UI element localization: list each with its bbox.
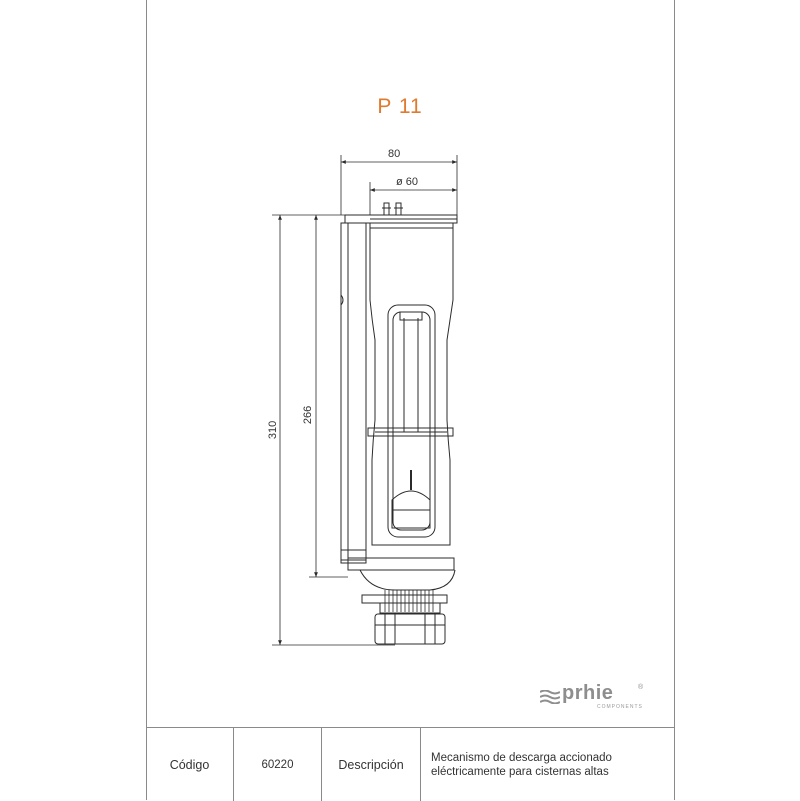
brand-subtitle: COMPONENTS: [597, 704, 643, 710]
dimension-diameter-label: ø 60: [396, 176, 418, 188]
dimension-height-body: [309, 215, 348, 578]
description-line-1: Mecanismo de descarga accionado: [431, 751, 612, 764]
dimension-width: [340, 155, 458, 222]
code-value: 60220: [234, 728, 322, 801]
dimension-height-body-label: 266: [302, 406, 314, 424]
dimension-diameter: [369, 182, 457, 215]
dimension-width-label: 80: [388, 148, 400, 160]
waves-icon: [540, 690, 560, 704]
product-title: P 11: [377, 95, 423, 118]
brand-logo: prhie ® COMPONENTS: [540, 682, 650, 710]
code-label: Código: [146, 728, 234, 801]
description-line-2: eléctricamente para cisternas altas: [431, 765, 609, 778]
flush-valve-mechanism: [340, 202, 458, 645]
description-value: Mecanismo de descarga accionado eléctric…: [421, 728, 675, 801]
dimension-height-total-label: 310: [267, 421, 279, 439]
dimension-height-total: [272, 214, 395, 646]
sheet-frame: [146, 0, 675, 800]
info-table: Código 60220 Descripción Mecanismo de de…: [146, 727, 675, 801]
brand-wordmark: prhie: [562, 682, 614, 704]
description-label: Descripción: [322, 728, 421, 801]
brand-registered-mark: ®: [638, 684, 644, 691]
